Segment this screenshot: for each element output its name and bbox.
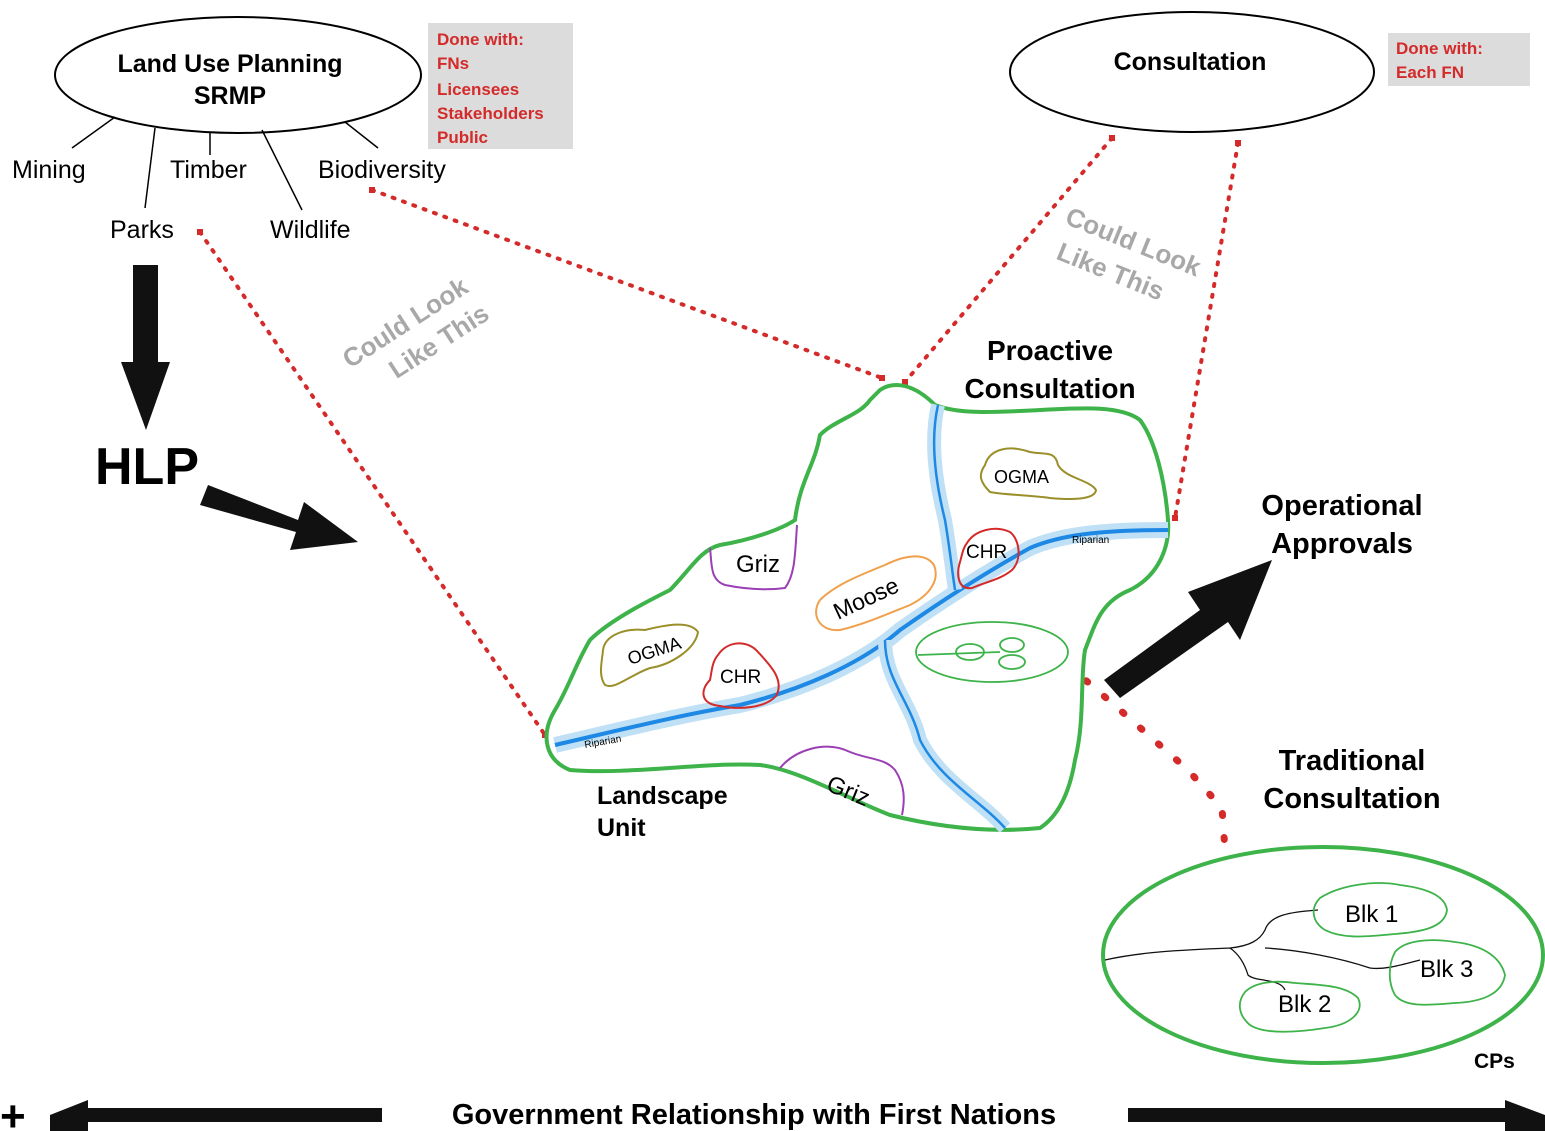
branch-biodiversity: Biodiversity <box>318 156 446 184</box>
note-right-line-2: Each FN <box>1396 63 1464 82</box>
land-use-title-line1: Land Use Planning <box>117 50 342 78</box>
block-3-shape <box>1388 939 1506 1006</box>
block-2-label: Blk 2 <box>1278 991 1331 1018</box>
note-box-right <box>1388 33 1530 86</box>
tributary-north <box>932 404 957 591</box>
chr-right-shape <box>957 527 1020 590</box>
block-2-shape <box>1239 980 1361 1033</box>
note-left-line-5: Public <box>437 128 488 147</box>
bottom-relationship-label: Government Relationship with First Natio… <box>452 1099 1056 1131</box>
operational-line2: Approvals <box>1271 528 1413 560</box>
ogma-right-label: OGMA <box>994 467 1049 487</box>
note-box-left <box>428 23 573 149</box>
block-1-shape <box>1312 882 1448 938</box>
chr-right-label: CHR <box>966 542 1007 563</box>
land-use-branch-lines <box>71 116 379 211</box>
cutting-permit-ellipse <box>1101 845 1545 1065</box>
ogma-right-shape <box>979 447 1098 500</box>
note-left-line-1: Done with: <box>437 30 524 49</box>
could-look-left: Could Look Like This <box>337 271 494 385</box>
ogma-left-shape <box>600 623 700 687</box>
riparian-river-main <box>554 528 1169 747</box>
landscape-unit-line1: Landscape <box>597 782 728 810</box>
traditional-line2: Consultation <box>1263 783 1440 815</box>
chr-left-label: CHR <box>720 667 761 688</box>
plus-sign: + <box>0 1092 26 1131</box>
dotted-connectors-large <box>1064 661 1229 854</box>
land-use-planning-ellipse <box>54 16 422 134</box>
branch-mining: Mining <box>12 156 86 184</box>
could-look-right: Could Look Like This <box>1053 201 1206 306</box>
down-arrow <box>121 265 170 430</box>
note-left-line-3: Licensees <box>437 80 519 99</box>
riparian-label-right: Riparian <box>1072 535 1109 546</box>
note-left-line-4: Stakeholders <box>437 104 544 123</box>
block-1-label: Blk 1 <box>1345 901 1398 928</box>
consultation-ellipse <box>1009 11 1375 133</box>
proactive-line2: Consultation <box>964 373 1135 404</box>
hlp-arrow <box>200 485 358 550</box>
cps-label: CPs <box>1474 1050 1515 1073</box>
traditional-line1: Traditional <box>1279 745 1426 777</box>
note-right-line-1: Done with: <box>1396 39 1483 58</box>
griz-upper-shape <box>709 524 798 591</box>
proactive-line1: Proactive <box>987 335 1113 366</box>
road-network <box>1104 909 1421 991</box>
operational-line1: Operational <box>1261 490 1422 522</box>
branch-parks: Parks <box>110 216 174 244</box>
branch-timber: Timber <box>170 156 247 184</box>
operational-arrow <box>1104 560 1272 698</box>
bottom-arrow-right <box>1128 1100 1545 1131</box>
chr-left-shape <box>702 642 780 709</box>
dotted-connectors <box>198 136 1240 737</box>
hlp-label: HLP <box>95 438 199 496</box>
tributary-south <box>883 639 1006 829</box>
bottom-arrow-left <box>50 1100 382 1131</box>
griz-lower-shape <box>779 745 905 816</box>
moose-shape <box>815 555 937 632</box>
branch-wildlife: Wildlife <box>270 216 351 244</box>
land-use-title-line2: SRMP <box>194 82 266 110</box>
note-left-line-2: FNs <box>437 54 469 73</box>
griz-upper-label: Griz <box>736 551 780 578</box>
wetland-feature <box>915 621 1069 683</box>
landscape-unit-line2: Unit <box>597 814 646 842</box>
block-3-label: Blk 3 <box>1420 956 1473 983</box>
consultation-title: Consultation <box>1114 48 1267 76</box>
